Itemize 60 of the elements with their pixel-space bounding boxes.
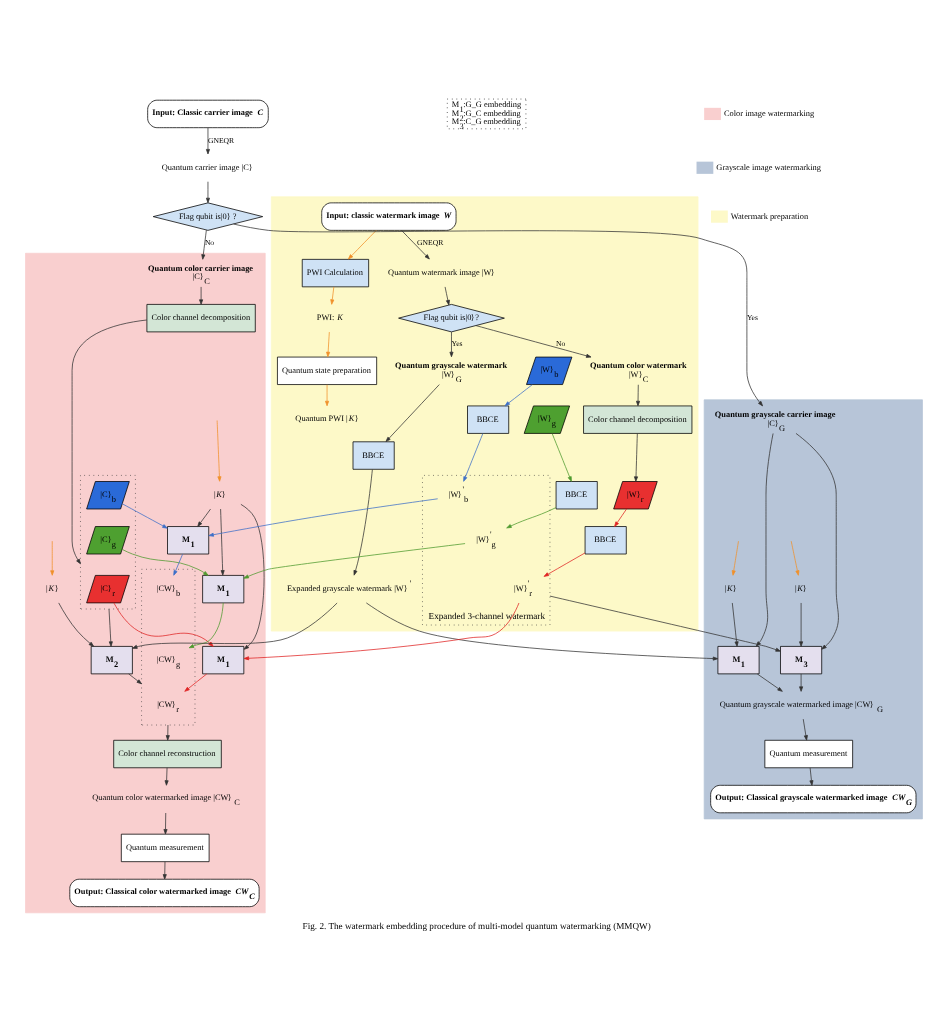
arrow bbox=[475, 324, 592, 357]
arrow bbox=[799, 601, 804, 646]
arrow bbox=[71, 318, 148, 564]
arrow bbox=[799, 672, 804, 691]
arrow bbox=[802, 717, 808, 740]
arrow bbox=[809, 766, 814, 785]
arrow bbox=[504, 383, 533, 406]
arrow bbox=[165, 723, 170, 740]
arrow bbox=[549, 594, 781, 651]
arrow bbox=[208, 497, 439, 536]
arrow bbox=[790, 539, 800, 575]
arrow bbox=[551, 432, 572, 481]
arrow bbox=[197, 507, 211, 526]
arrow bbox=[164, 766, 169, 785]
arrow bbox=[348, 229, 377, 259]
arrow bbox=[330, 285, 335, 304]
arrow bbox=[353, 468, 373, 575]
arrow bbox=[243, 601, 520, 660]
arrow bbox=[121, 502, 168, 528]
arrow bbox=[128, 672, 142, 684]
arrow bbox=[543, 551, 586, 576]
arrow bbox=[506, 506, 557, 528]
arrow bbox=[795, 432, 839, 649]
cluster bbox=[80, 474, 136, 609]
arrow bbox=[634, 432, 638, 481]
arrow bbox=[199, 285, 204, 304]
arrow bbox=[173, 552, 183, 575]
arrow bbox=[614, 507, 627, 526]
arrow bbox=[206, 180, 210, 203]
arrow bbox=[636, 383, 640, 406]
arrow bbox=[184, 672, 208, 691]
arrow bbox=[449, 330, 454, 357]
arrow bbox=[162, 860, 167, 879]
arrow bbox=[463, 432, 484, 481]
arrow bbox=[365, 601, 719, 660]
arrow bbox=[132, 601, 338, 648]
arrow bbox=[163, 811, 168, 834]
arrow bbox=[201, 228, 207, 259]
arrow bbox=[58, 601, 94, 646]
arrow bbox=[50, 539, 55, 575]
arrow bbox=[243, 542, 466, 578]
arrow bbox=[326, 330, 331, 357]
arrow bbox=[756, 672, 783, 691]
arrow bbox=[206, 126, 210, 154]
arrow bbox=[325, 383, 330, 406]
arrow bbox=[233, 222, 763, 406]
arrow bbox=[731, 601, 739, 646]
arrow bbox=[385, 383, 440, 441]
arrow bbox=[188, 601, 224, 648]
arrow bbox=[220, 507, 225, 575]
arrow bbox=[108, 607, 113, 646]
arrow bbox=[731, 539, 739, 575]
arrow bbox=[401, 229, 430, 259]
arrow bbox=[216, 419, 222, 481]
cluster bbox=[270, 195, 699, 631]
arrow bbox=[444, 285, 450, 305]
arrow bbox=[755, 432, 774, 646]
arrow bbox=[113, 601, 214, 646]
arrow bbox=[121, 548, 209, 575]
arrow bbox=[240, 502, 265, 649]
